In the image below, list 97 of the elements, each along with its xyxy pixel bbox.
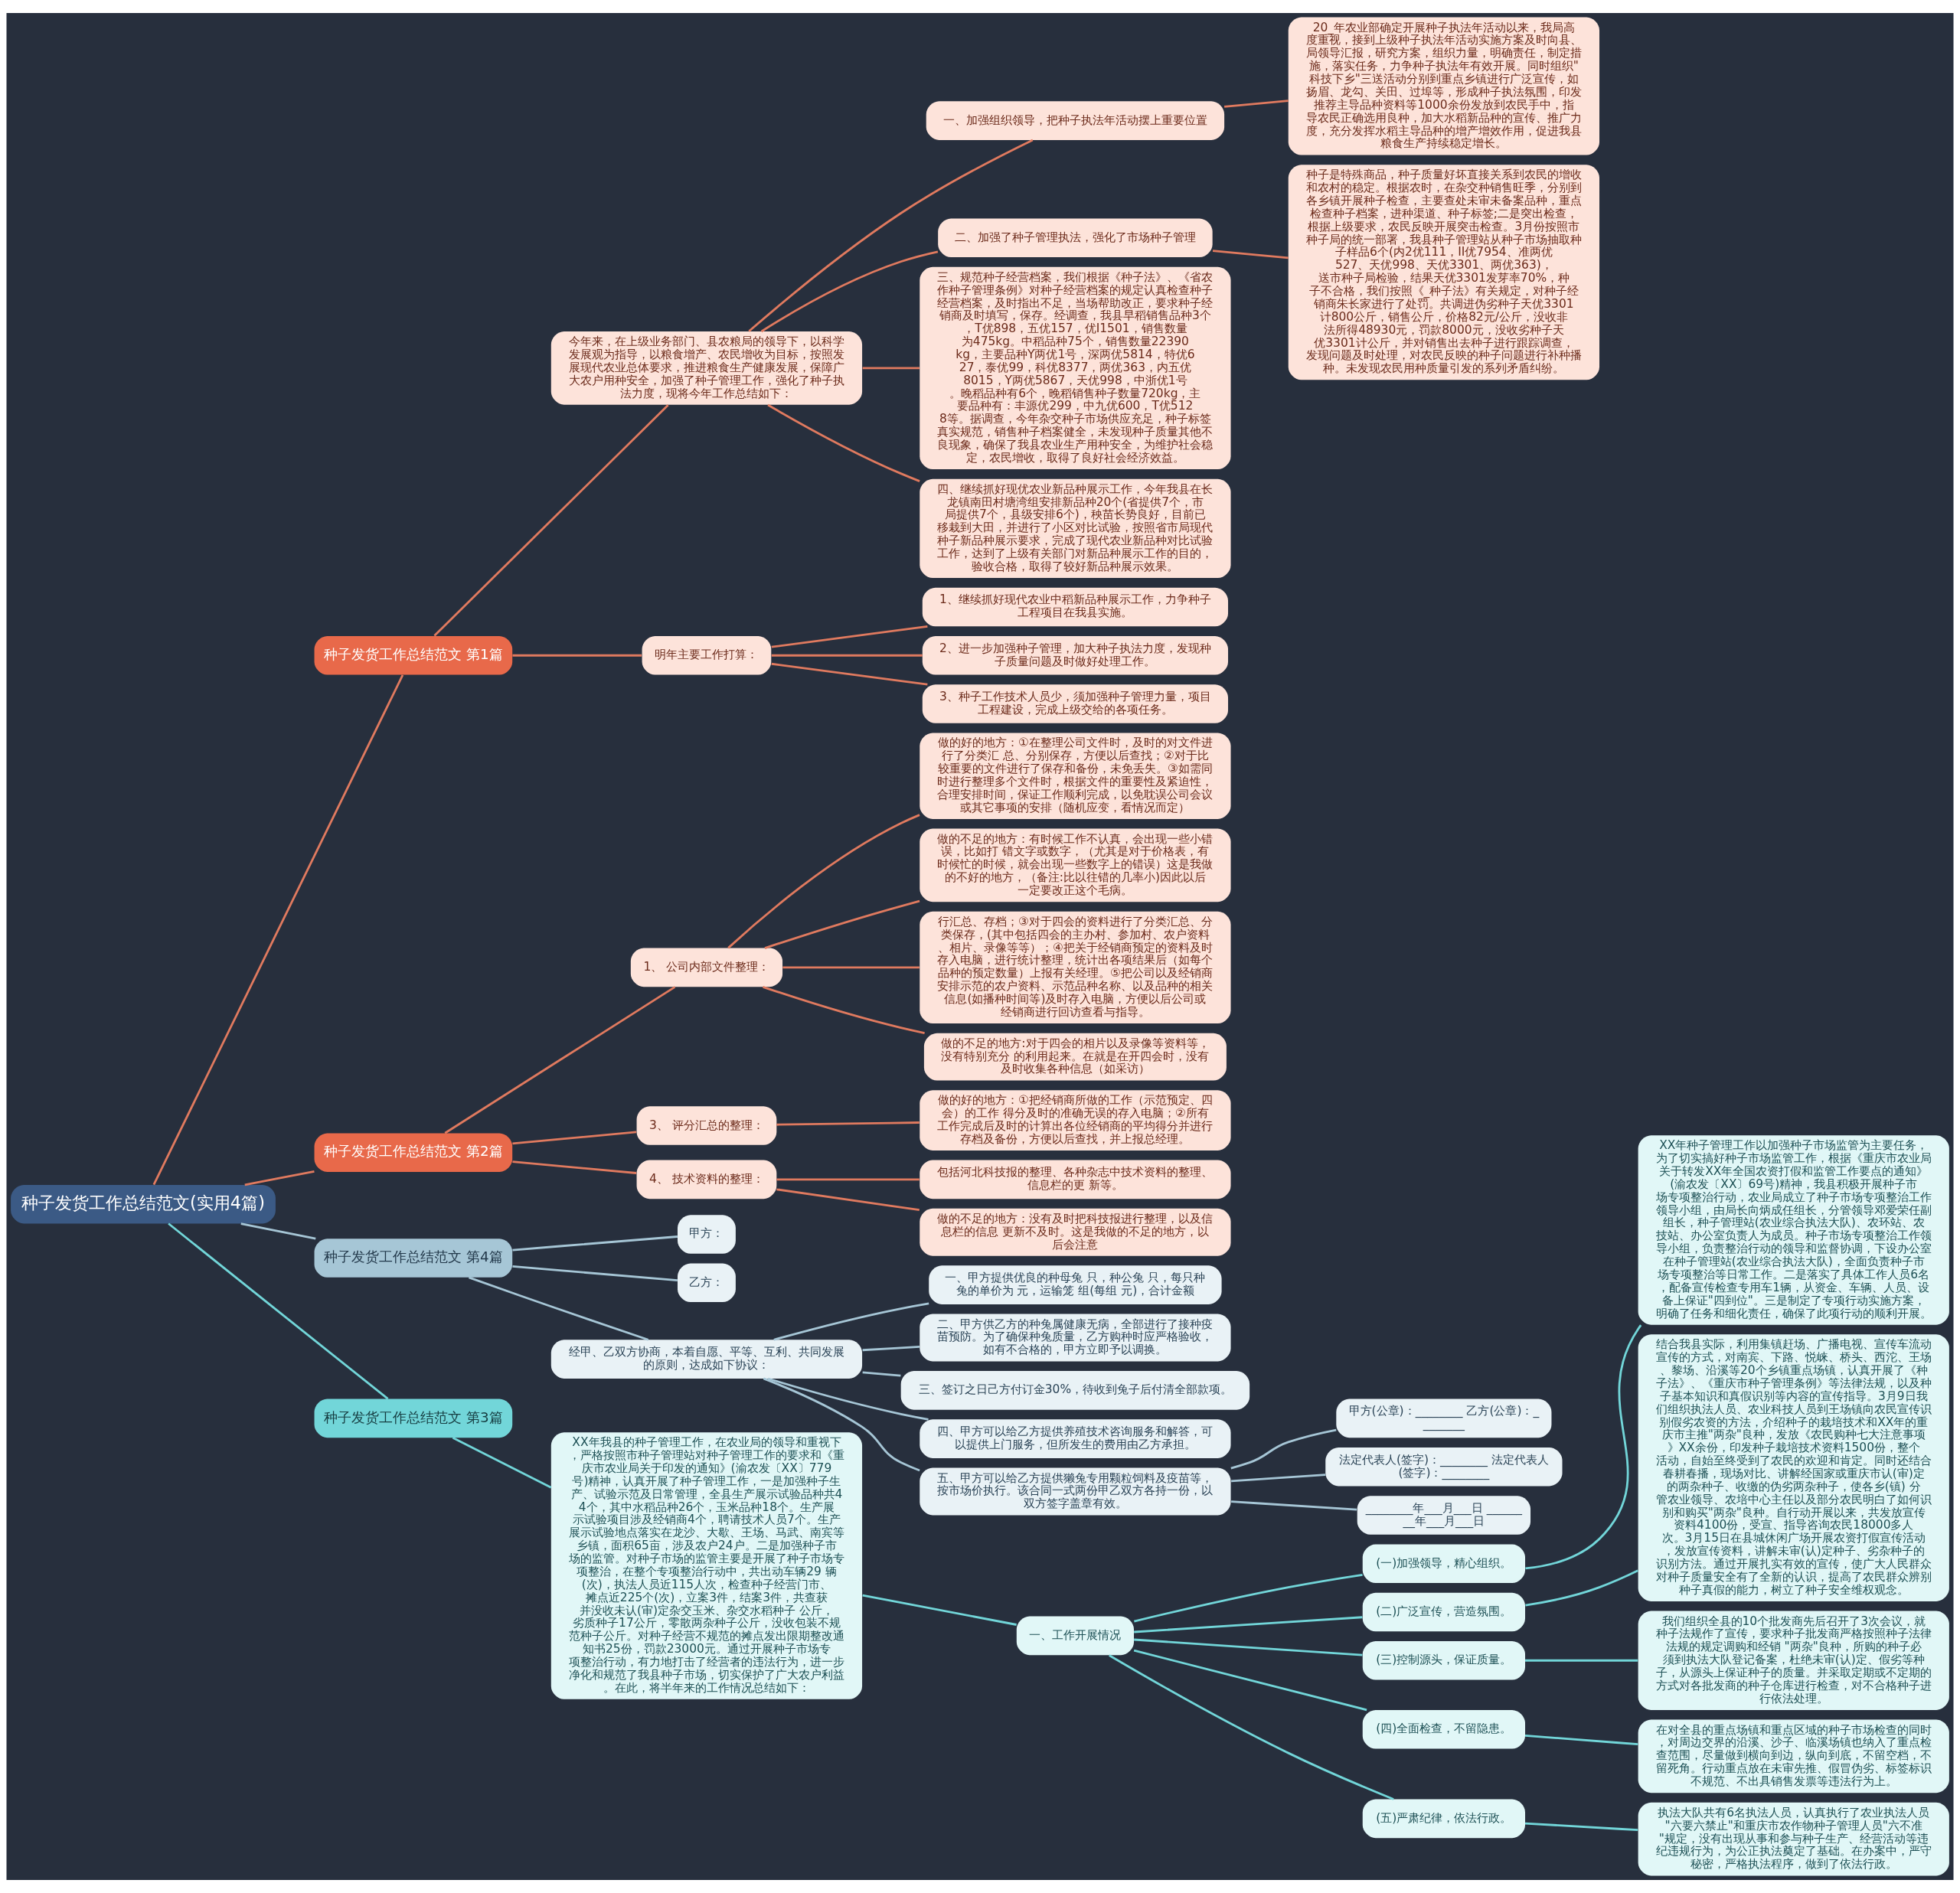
node-box: (五)严肃纪律，依法行政。: [1362, 1799, 1525, 1839]
node-box: 一、甲方提供优良的种母兔 只，种公兔 只，每只种兔的单价为 元，运输笼 组(每组 元)，合计金额: [929, 1265, 1222, 1304]
connector: [433, 404, 669, 637]
connector: [240, 1222, 316, 1240]
connector: [763, 985, 925, 1034]
connector: [776, 1121, 920, 1126]
node-box: 2、进一步加强种子管理，加大种子执法力度，发现种子质量问题及时做好处理工作。: [922, 635, 1229, 675]
connector: [767, 403, 920, 482]
connector: [512, 654, 642, 657]
connector: [776, 1178, 920, 1181]
node-box: 做的不足的地方：没有及时把科技报进行整理，以及信息栏的信息 更新不及时。这是我做的不足的地方，以后会注意: [920, 1208, 1231, 1256]
connector: [1134, 1638, 1363, 1656]
node-box: 种子发货工作总结范文 第4篇: [314, 1239, 513, 1278]
node-box: 结合我县实际，利用集镇赶场、广播电视、宣传车流动宣传的方式，对南宾、下路、悦崃、桥头、西沱、王场、黎场、沿溪等20个乡镇重点场镇，认真开展了《种子法》、《重庆市种子管理条例》等法律法规，以及种子基本知识和真假识别等内容的宣传指导。3月9日我们组织执法人员、农业科技人员到王场镇向农民宣传识别假劣农资的方法，介绍种子的栽培技术和XX年的重庆市主推"两杂"良种，发放《农民购种七大注意事项》XX余份，印发种子栽培技术资料1500份，整个活动，自始至终受到了农民的欢迎和肯定。同时还结合春耕春播，现场对比、讲解经国家或重庆市认(审)定的两杂种子、收缴的伪劣两杂种子，使各乡(镇) 分管农业领导、农培中心主任以及部分农民明白了如何识别和购买"两杂"良种。自行动开展以来，共发放宣传资料4100份，受宣、指导咨询农民18000多人次。3月15日在县城休闲广场开展农资打假宣传活动，发放宣传资料，讲解未审(认)定种子、劣杂种子的识别方法。通过开展扎实有效的宣传，使广大人民群众对种子质量安全有了全新的认识，提高了农民群众辨别种子真假的能力，树立了种子安全维权观念。: [1638, 1334, 1949, 1601]
connector: [763, 1377, 920, 1472]
connector: [760, 250, 939, 333]
node-box: 3、 评分汇总的整理：: [636, 1106, 777, 1145]
connector: [1524, 1734, 1638, 1746]
node-box: XX年我县的种子管理工作，在农业局的领导和重视下，严格按照市种子管理站对种子管理工作的要求和《重庆市农业局关于印发的通知》(渝农发〔XX〕779号)精神，认真开展了种子管理工作，一是加强种子生产、试验示范及日常管理，全县生产展示试验品种共44个，其中水稻品种26个，玉米品种18个。生产展示试验项目涉及经销商4个，聘请技术人员7个。生产展示试验地点落实在龙沙、大歇、王场、马武、南宾等乡镇，面积65亩，涉及农户24户。二是加强种子市场的监管。对种子市场的监管主要是开展了种子市场专项整治，在整个专项整治行动中，共出动车辆29 辆(次)，执法人员近115人次，检查种子经营门市、摊点近225个(次)，立案3件，结案3件，共查获并没收未认(审)定杂交玉米、杂交水稻种子 公斤，劣质种子17公斤，零散两杂种子公斤，没收包装不规范种子公斤。对种子经营不规范的摊点发出限期整改通知书25份，罚款23000元。通过开展种子市场专项整治行动，有力地打击了经营者的违法行为，进一步净化和规范了我县种子市场，切实保护了广大农户利益。在此，将半年来的工作情况总结如下：: [550, 1432, 863, 1699]
node-box: 做的好的地方：①在整理公司文件时，及时的对文件进行了分类汇 总、分别保存，方便以后查找；②对于比较重要的文件进行了保存和备份，未免丢失。③如需同时进行整理多个文件时，根据文件的重要性及紧迫性，合理安排时间，保证工作顺利完成，以免耽误公司会议或其它事项的安排（随机应变，看情况而定）: [920, 733, 1231, 819]
connector: [1231, 1474, 1326, 1483]
node-box: (一)加强领导，精心组织。: [1362, 1544, 1525, 1583]
node-box: 三、签订之日己方付订金30%，待收到兔子后付清全部款项。: [900, 1371, 1250, 1410]
node-box: 明年主要工作打算：: [642, 635, 772, 675]
node-box: 做的好的地方：①把经销商所做的工作（示范预定、四会）的工作 得分及时的准确无误的存入电脑；②所有工作完成后及时的计算出各位经销商的平均得分并进行存档及备份，方便以后查找，并上报总经理。: [920, 1090, 1231, 1150]
node-box: 20_年农业部确定开展种子执法年活动以来，我局高度重视，接到上级种子执法年活动实施方案及时向县、局领导汇报，研究方案，组织力量，明确责任，制定措施，落实任务，力争种子执法年有效开展。同时组织"科技下乡"三送活动分别到重点乡镇进行广泛宣传，如扬眉、龙勾、关田、过埠等，形成种子执法氛围，印发推荐主导品种资料等1000余份发放到农民手中，指导农民正确选用良种，加大水稻新品种的宣传、推广力度，充分发挥水稻主导品种的增产增效作用，促进我县粮食生产持续稳定增长。: [1288, 17, 1599, 155]
connector: [771, 625, 928, 648]
node-box: 包括河北科技报的整理、各种杂志中技术资料的整理、信息栏的更 新等。: [920, 1160, 1231, 1199]
node-box: 乙方：: [678, 1263, 736, 1303]
connector: [1525, 1324, 1642, 1570]
connector: [512, 1265, 678, 1282]
node-box: (二)广泛宣传，营造氛围。: [1362, 1592, 1525, 1632]
node-box: 4、 技术资料的整理：: [636, 1160, 777, 1199]
node-box: 1、继续抓好现代农业中稻新品种展示工作，力争种子工程项目在我县实施。: [922, 587, 1229, 627]
connector: [468, 1276, 649, 1341]
connector: [444, 986, 676, 1134]
node-box: 经甲、乙双方协商，本着自愿、平等、互利、共同发展的原则，达成如下协议：: [550, 1340, 863, 1379]
node-box: 一、加强组织领导，把种子执法年活动摆上重要位置: [926, 101, 1225, 140]
connector: [771, 654, 923, 657]
node-box: 一、工作开展情况: [1016, 1616, 1134, 1656]
connector: [776, 1188, 920, 1212]
connector: [1525, 1659, 1638, 1662]
connector: [1134, 1573, 1363, 1623]
connector: [1230, 1428, 1337, 1470]
node-box: 执法大队共有6名执法人员，认真执行了农业执法人员"六要六禁止"和重庆市农作物种子管理人员"六不准"规定，没有出现从事和参与种子生产、经营活动等违纪违规行为，为公正执法奠定了基础。在办案中，严守秘密，严格执法程序，做到了依法行政。: [1638, 1802, 1949, 1876]
connector: [168, 1222, 389, 1400]
node-box: 甲方(公章)：________ 乙方(公章)：________: [1336, 1399, 1552, 1438]
node-box: 种子是特殊商品，种子质量好坏直接关系到农民的增收和农村的稳定。根据农时，在杂交种销售旺季，分别到各乡镇开展种子检查，主要查处未审未备案品种，重点检查种子档案，进种渠道、种子标签;二是突出检查，根据上级要求，农民反映开展突击检查。3月份按照市种子局的统一部署，我县种子管理站从种子市场抽取种子样品6个(内2优111，II优7954、准两优527、天优998、天优3301、两优363)，送市种子局检验，结果天优3301发芽率70%，种子不合格，我们按照《_种子法》有关规定，对种子经销商朱长家进行了处罚。共调进伪劣种子天优3301计800公斤，销售公斤，价格82元/公斤，没收非法所得48930元，罚款8000元，没收劣种子天优3301计公斤，并对销售出去种子进行跟踪调查，发现问题及时处理，对农民反映的种子问题进行补种播种。未发现农民用种质量引发的系列矛盾纠纷。: [1288, 165, 1599, 380]
connector: [1212, 250, 1289, 259]
node-box: 种子发货工作总结范文(实用4篇): [11, 1184, 276, 1224]
node-box: 二、加强了种子管理执法，强化了市场种子管理: [938, 218, 1213, 258]
connector: [1224, 100, 1289, 108]
connector: [764, 899, 920, 949]
node-box: 1、 公司内部文件整理：: [630, 948, 783, 987]
connector: [862, 1594, 1017, 1626]
connector: [512, 1131, 637, 1145]
node-box: 我们组织全县的10个批发商先后召开了3次会议，就种子法规作了宣传，要求种子批发商严格按照种子法律法规的规定调购和经销 "两杂"良种，所购的种子必须到执法大队登记备案，杜绝未审(认)定、假劣等种子，从源头上保证种子的质量。并采取定期或不定期的方式对各批发商的种子仓库进行检查，对不合格种子进行依法处理。: [1638, 1611, 1949, 1710]
connector: [452, 1437, 552, 1489]
connector: [1133, 1649, 1367, 1712]
node-box: 3、种子工作技术人员少，须加强种子管理力量，项目工程建设，完成上级交给的各项任务。: [922, 684, 1229, 723]
node-box: 四、甲方可以给乙方提供养殖技术咨询服务和解答，可以提供上门服务，但所发生的费用由乙方承担。: [920, 1419, 1231, 1458]
node-box: 二、甲方供乙方的种兔属健康无病，全部进行了接种疫苗预防。为了确保种兔质量，乙方购种时应严格验收，如有不合格的，甲方立即予以调换。: [920, 1314, 1231, 1362]
connector: [1231, 1500, 1357, 1511]
connector: [1525, 1569, 1638, 1607]
connector: [727, 814, 920, 949]
connector: [1109, 1654, 1394, 1800]
node-box: 做的不足的地方：有时候工作不认真，会出现一些小错误，比如打 错文字或数字，（尤其是对于价格表，有时候忙的时候，就会出现一些数字上的错误）这是我做的不好的地方，（备注:比以往错的几率小)因此以后一定要改正这个毛病。: [920, 828, 1231, 902]
node-box: 做的不足的地方:对于四会的相片以及录像等资料等，没有特别充分 的利用起来。在就是在开四会时，没有及时收集各种信息（如采访）: [923, 1033, 1227, 1081]
connector: [152, 674, 404, 1186]
connector: [782, 966, 920, 969]
connector: [862, 367, 920, 370]
node-box: 三、规范种子经营档案，我们根据《种子法》、《省农作种子管理条例》对种子经营档案的规定认真检查种子经营档案，及时指出不足，当场帮助改正，要求种子经销商及时填写，保存。经调查，我县早稻销售品种3个，T优898，五优157，优I1501，销售数量为475kg。中稻品种75个，销售数量22390kg，主要品种Y两优1号，深两优5814，特优627，泰优99，科优8377，两优363，内五优8015，Y两优5867，天优998，中浙优1号。晚稻品种有6个，晚稻销售种子数量720kg，主要品种有：丰源优299，中九优600，T优5128等。据调查，今年杂交种子市场供应充足，种子标签真实规范，销售种子档案健全，未发现种子质量其他不良现象，确保了我县农业生产用种安全，为维护社会稳定，农民增收，取得了良好社会经济效益。: [920, 266, 1231, 470]
node-box: 今年来，在上级业务部门、县农粮局的领导下，以科学发展观为指导，以粮食增产、农民增收为目标，按照发展现代农业总体要求，推进粮食生产健康发展，保障广大农户用种安全，加强了种子管理工作，强化了种子执法力度，现将今年工作总结如下：: [550, 331, 863, 405]
connector: [771, 662, 928, 686]
node-box: ________年___月___日 ________年___月___日: [1357, 1496, 1531, 1535]
connector: [773, 1302, 929, 1341]
node-box: 法定代表人(签字)：________ 法定代表人(签字)：________: [1325, 1447, 1563, 1487]
node-box: 五、甲方可以给乙方提供獭兔专用颗粒饲料及疫苗等，按市场价执行。该合同一式两份甲乙双方各持一份，以双方签字盖章有效。: [920, 1467, 1231, 1516]
connector: [767, 1377, 929, 1421]
connector: [748, 139, 1034, 332]
connector: [512, 1235, 678, 1252]
connector: [1134, 1616, 1363, 1634]
node-box: (三)控制源头，保证质量。: [1362, 1640, 1525, 1680]
node-box: XX年种子管理工作以加强种子市场监管为主要任务，为了切实搞好种子市场监管工作，根据《重庆市农业局关于转发XX年全国农资打假和监管工作要点的通知》(渝农发〔XX〕69号)精神，我县积极开展种子市场专项整治行动，农业局成立了种子市场专项整治工作领导小组，由局长向炳成任组长，分管领导邓爱荣任副组长，种子管理站(农业综合执法大队)、农环站、农技站、办公室负责人为成员。种子市场专项整治工作领导小组，负责整治行动的领导和监督协调，下设办公室在种子管理站(农业综合执法大队)，全面负责种子市场专项整治等日常工作。二是落实了具体工作人员6名，配备宣传检查专用车1辆，从资金、车辆、人员、设备上保证"四到位"。三是制定了专项行动实施方案，明确了任务和细化责任，确保了此项行动的顺利开展。: [1638, 1135, 1949, 1325]
node-box: 种子发货工作总结范文 第3篇: [314, 1399, 513, 1438]
connector: [1524, 1822, 1638, 1832]
connector: [512, 1160, 637, 1174]
node-box: 在对全县的重点场镇和重点区域的种子市场检查的同时，对周边交界的沿溪、沙子、临溪场镇也纳入了重点检查范围，尽量做到横向到边，纵向到底，不留空档，不留死角。行动重点放在未审先推、假冒伪劣、标签标识不规范、不出具销售发票等违法行为上。: [1638, 1719, 1949, 1793]
node-box: (四)全面检查，不留隐患。: [1362, 1709, 1525, 1749]
node-box: 种子发货工作总结范文 第1篇: [314, 635, 513, 675]
node-box: 四、继续抓好现优农业新品种展示工作，今年我县在长龙镇南田村塘湾组安排新品种20个(省提供7个，市局提供7个，县级安排6个)，秧苗长势良好，目前已移栽到大田，并进行了小区对比试验，按照省市局现代种子新品种展示要求，完成了现代农业新品种对比试验工作，达到了上级有关部门对新品种展示工作的目的，验收合格，取得了较好新品种展示效果。: [920, 478, 1231, 579]
connector: [244, 1170, 315, 1186]
connector: [862, 1371, 901, 1377]
node-box: 行汇总、存档；③对于四会的资料进行了分类汇总、分类保存，(其中包括四会的主办村、参加村、农户资料、相片、录像等等）；④把关于经销商预定的资料及时存入电脑，进行统计整理，统计出各项结果后（如每个品种的预定数量）上报有关经理。⑤把公司以及经销商安排示范的农户资料、示范品种名称、以及品种的相关信息(如播种时间等)及时存入电脑，方便以后公司或经销商进行回访查看与指导。: [920, 911, 1231, 1023]
node-box: 种子发货工作总结范文 第2篇: [314, 1133, 513, 1172]
node-box: 甲方：: [678, 1215, 736, 1254]
connector: [862, 1345, 920, 1352]
